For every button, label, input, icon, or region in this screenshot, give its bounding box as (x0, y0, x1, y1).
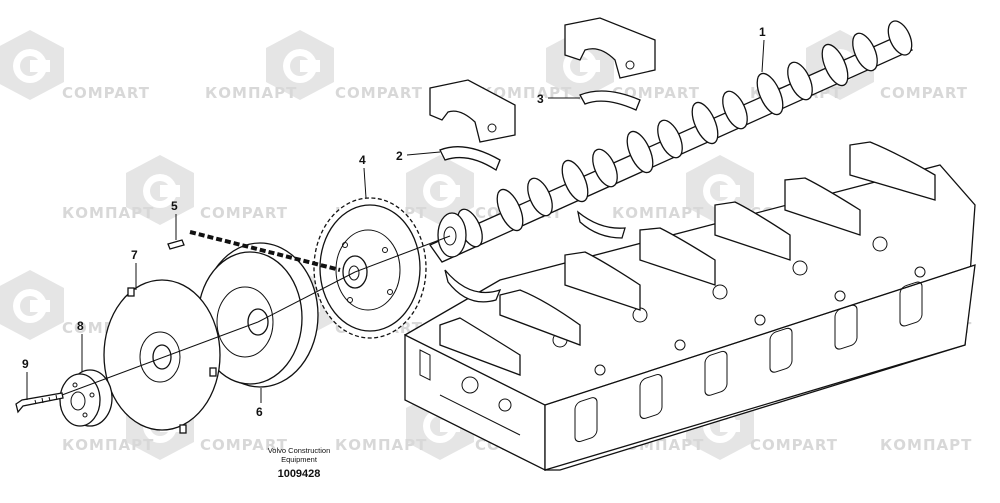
bolt (15, 392, 64, 414)
watermark-text: COMPART (750, 436, 838, 454)
callout-4: 4 (359, 153, 367, 199)
watermark-text: COMPART (880, 84, 968, 102)
watermark-text: КОМПАРТ (205, 84, 297, 102)
watermark-text: COMPART (200, 204, 288, 222)
callout-9: 9 (22, 357, 29, 400)
drawing-number: 1009428 (278, 468, 321, 480)
callout-label-1: 1 (759, 25, 766, 39)
assembly-axis (61, 230, 451, 396)
callout-label-5: 5 (171, 199, 178, 213)
cam-lobes (457, 20, 913, 248)
callout-5: 5 (171, 199, 178, 240)
hub (59, 369, 113, 427)
callouts: 1 2 3 4 5 6 7 8 (22, 25, 766, 419)
dowel-pin (167, 239, 185, 250)
callout-7: 7 (131, 248, 138, 290)
callout-label-4: 4 (359, 153, 366, 167)
bearing-cap-middle (429, 79, 516, 143)
bearing-cap-upper (564, 17, 656, 79)
caption-company-line1: Volvo Construction (268, 446, 331, 455)
bearing-pedestals (439, 141, 936, 376)
callout-label-7: 7 (131, 248, 138, 262)
bearing-shell-upper (579, 90, 641, 111)
callout-label-8: 8 (77, 319, 84, 333)
callout-2: 2 (396, 149, 441, 163)
watermark-text: COMPART (62, 84, 150, 102)
camshaft (429, 20, 914, 263)
watermark-text: КОМПАРТ (612, 204, 704, 222)
callout-6: 6 (256, 388, 263, 419)
callout-label-2: 2 (396, 149, 403, 163)
camshaft-gear (313, 197, 427, 339)
camshaft-flange (437, 212, 467, 258)
damper-plate (103, 279, 221, 434)
callout-label-3: 3 (537, 92, 544, 106)
callout-label-9: 9 (22, 357, 29, 371)
side-ports (574, 281, 923, 443)
drawing-caption: Volvo Construction Equipment 1009428 (268, 446, 331, 480)
watermark-text: COMPART (200, 436, 288, 454)
caption-company-line2: Equipment (281, 455, 318, 464)
callout-8: 8 (77, 319, 84, 372)
watermark-text: КОМПАРТ (62, 436, 154, 454)
top-holes (552, 236, 926, 376)
callout-1: 1 (759, 25, 766, 73)
callout-label-6: 6 (256, 405, 263, 419)
watermark-text: КОМПАРТ (880, 436, 972, 454)
bearing-shell-lower (439, 146, 626, 303)
watermark-text: КОМПАРТ (62, 204, 154, 222)
cylinder-head (403, 141, 976, 472)
watermark-text: КОМПАРТ (335, 436, 427, 454)
vibration-damper (197, 242, 319, 388)
watermark-text: COMPART (335, 84, 423, 102)
callout-3: 3 (537, 92, 580, 106)
